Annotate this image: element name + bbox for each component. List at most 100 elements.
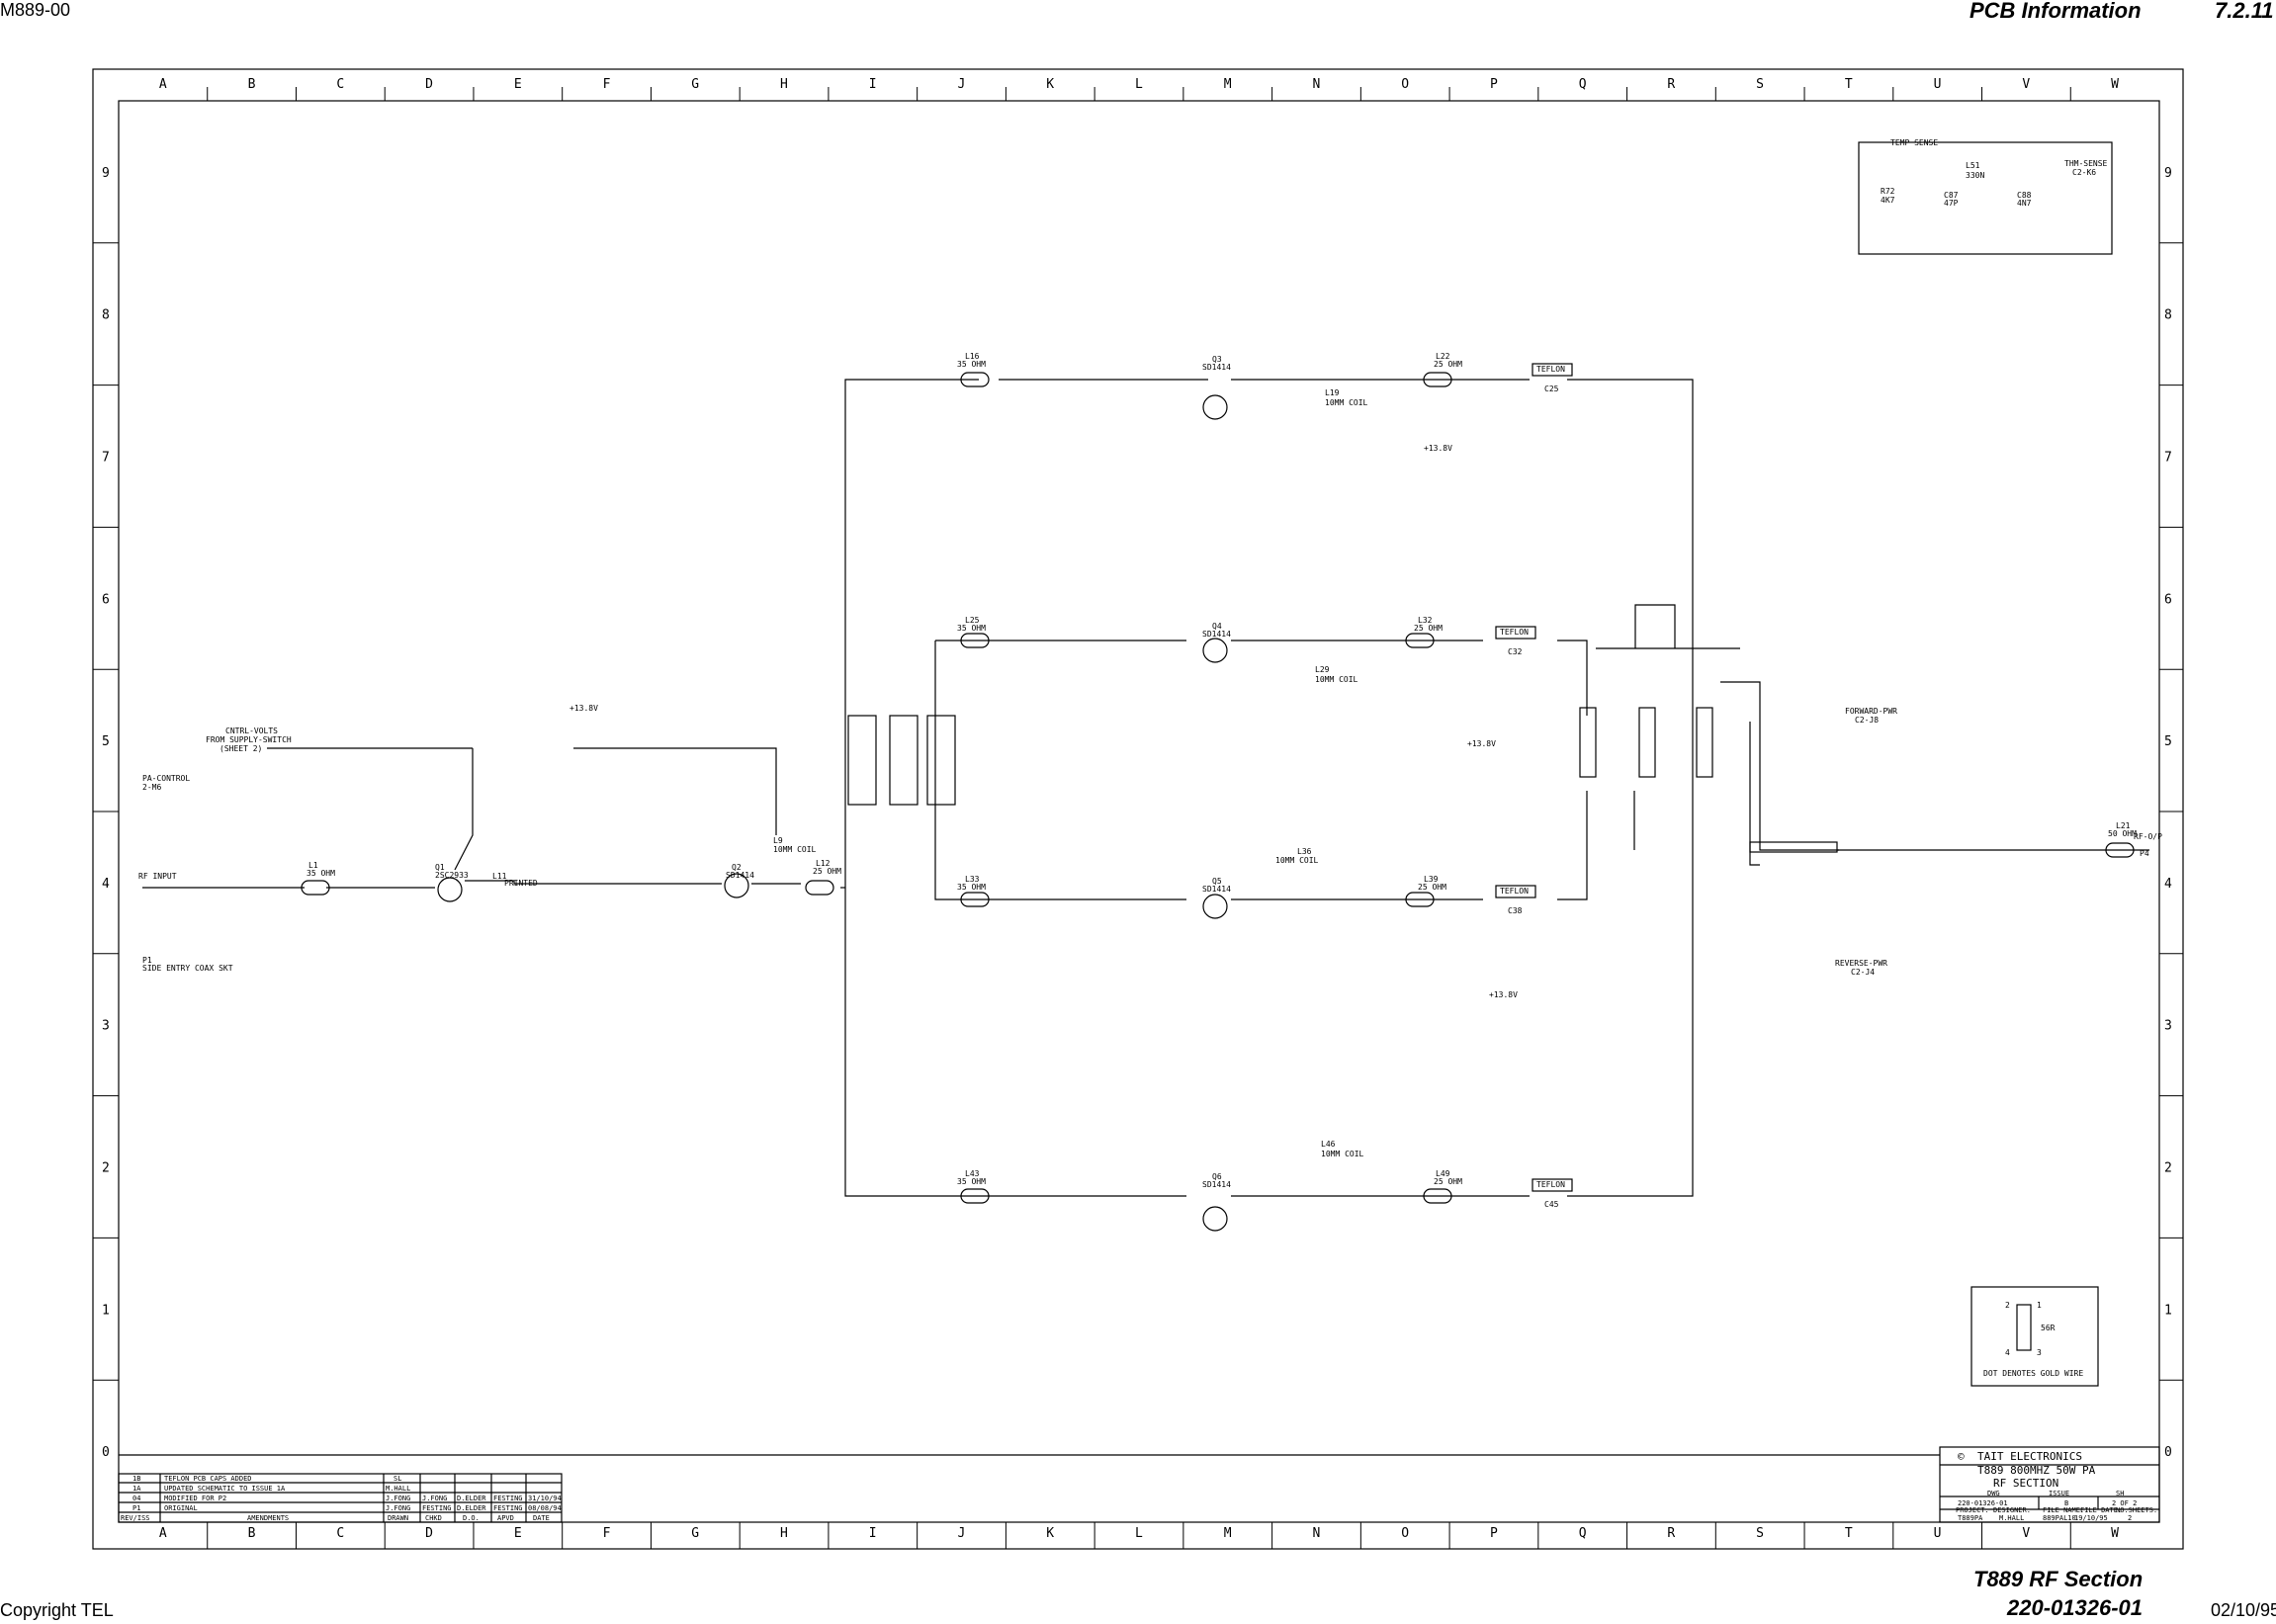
lbl-file: FILE NAME: [2043,1506,2084,1514]
q4-type: SD1414 [1202,630,1231,639]
grid-col-label-q-bottom: Q [1579,1526,1587,1541]
r72-value: 4K7 [1881,196,1895,205]
sheet-label: (SHEET 2) [219,744,262,753]
grid-col-label-s-bottom: S [1756,1526,1764,1541]
temp-sense-inductor-value: 330N [1966,171,1984,180]
grid-col-label-e-top: E [514,77,522,92]
grid-row-label-8-right: 8 [2164,308,2172,323]
q2-type: SD1414 [726,871,754,880]
l29-value: 10MM COIL [1315,675,1358,684]
l25-value: 35 OHM [957,624,986,633]
rev-3-apvd: FESTING [493,1504,523,1512]
footer-title: T889 RF Section [1973,1567,2144,1591]
grid-col-label-f-bottom: F [603,1526,611,1541]
forward-pwr-label: FORWARD-PWR [1845,707,1897,716]
grid-col-label-m-top: M [1224,77,1232,92]
rev-header-date: DATE [533,1514,550,1522]
grid-col-label-h-bottom: H [780,1526,788,1541]
l19-value: 10MM COIL [1325,398,1368,407]
grid-row-label-1-right: 1 [2164,1303,2172,1318]
grid-col-label-n-top: N [1312,77,1320,92]
rf-input-label: RF INPUT [138,872,177,881]
rev-2-date: 31/10/94 [528,1495,562,1502]
pa-control-ref: 2-M6 [142,783,161,792]
l12-label: L12 [816,859,831,868]
l32-label: L32 [1418,616,1433,625]
footer-date: 02/10/95 [2211,1600,2276,1620]
l46-value: 10MM COIL [1321,1150,1364,1158]
q5-symbol [1202,894,1228,919]
reverse-pwr-label: REVERSE-PWR [1835,959,1887,968]
rev-3-id: P1 [132,1504,140,1512]
lbl-sheets: NO.SHEETS: [2116,1506,2157,1514]
rf-out-label: RF-O/P [2134,832,2162,841]
grid-row-label-9-left: 9 [102,166,110,181]
wiring [118,141,2160,1523]
grid-row-label-2-left: 2 [102,1161,110,1176]
teflon-label-3: TEFLON [1500,887,1529,896]
lbl-date: FILE DATE: [2080,1506,2122,1514]
l29-label: L29 [1315,665,1330,674]
grid-row-label-1-left: 1 [102,1303,110,1318]
rev-1-drawn: M.HALL [386,1485,410,1493]
rev-2-id: 04 [132,1495,140,1502]
p4-label: P4 [2140,849,2149,858]
rev-header-apvd: APVD [497,1514,514,1522]
rev-2-apvd: FESTING [493,1495,523,1502]
title-line-2: RF SECTION [1993,1477,2058,1490]
section-number: 7.2.11 [2215,0,2274,23]
title-sheet: 2 OF 2 [2112,1499,2137,1507]
grid-row-label-8-left: 8 [102,308,110,323]
grid-col-label-c-bottom: C [336,1526,344,1541]
grid-col-label-t-bottom: T [1845,1526,1853,1541]
gold-pin-2: 2 [2005,1301,2010,1310]
lbl-project: PROJECT: [1956,1506,1989,1514]
q4-symbol [1202,638,1228,663]
l16-label: L16 [965,352,980,361]
p1-desc: SIDE ENTRY COAX SKT [142,964,233,973]
tait-logo-circle: © [1958,1450,1965,1463]
drawing-frame [92,68,2184,1550]
grid-col-label-v-top: V [2022,77,2030,92]
l49-label: L49 [1436,1169,1450,1178]
q1-type: 2SC2933 [435,871,469,880]
grid-row-label-5-right: 5 [2164,734,2172,749]
footer-drawing-number: 220-01326-01 [2007,1595,2144,1620]
l21-label: L21 [2116,821,2131,830]
grid-col-label-i-top: I [869,77,877,92]
grid-col-label-p-top: P [1490,77,1498,92]
transistor-symbols [437,394,1228,1232]
c87-label: C87 [1944,191,1959,200]
grid-col-label-l-top: L [1135,77,1143,92]
grid-col-label-f-top: F [603,77,611,92]
rev-header-amendments: AMENDMENTS [247,1514,289,1522]
grid-col-label-j-bottom: J [958,1526,966,1541]
grid-col-label-s-top: S [1756,77,1764,92]
grid-col-label-u-top: U [1934,77,1942,92]
thm-sense-ref: C2-K6 [2072,168,2096,177]
section-title: PCB Information [1970,0,2142,23]
rev-1-id: 1A [132,1485,141,1493]
rev-0-id: 1B [132,1475,140,1483]
grid-col-label-j-top: J [958,77,966,92]
grid-row-label-3-left: 3 [102,1019,110,1034]
grid-col-label-b-top: B [248,77,256,92]
q3-symbol [1202,394,1228,420]
forward-pwr-ref: C2-J8 [1855,716,1879,725]
q6-label: Q6 [1212,1172,1222,1181]
grid-row-label-4-right: 4 [2164,877,2172,892]
grid-col-label-o-bottom: O [1401,1526,1409,1541]
grid-row-label-0-left: 0 [102,1445,110,1460]
rev-header-drawn: DRAWN [388,1514,408,1522]
grid-col-label-r-bottom: R [1667,1526,1675,1541]
grid-row-label-0-right: 0 [2164,1445,2172,1460]
l11-label: L11 [492,872,507,881]
rev-3-drawn: J.FONG [386,1504,410,1512]
l43-label: L43 [965,1169,980,1178]
gold-resistor-value: 56R [2041,1324,2056,1332]
title-file: 889PAL10 [2043,1514,2076,1522]
grid-column-labels: AABBCCDDEEFFGGHHIIJJKKLLMMNNOOPPQQRRSSTT… [159,77,2119,1541]
c32-label: C32 [1508,647,1523,656]
grid-col-label-c-top: C [336,77,344,92]
